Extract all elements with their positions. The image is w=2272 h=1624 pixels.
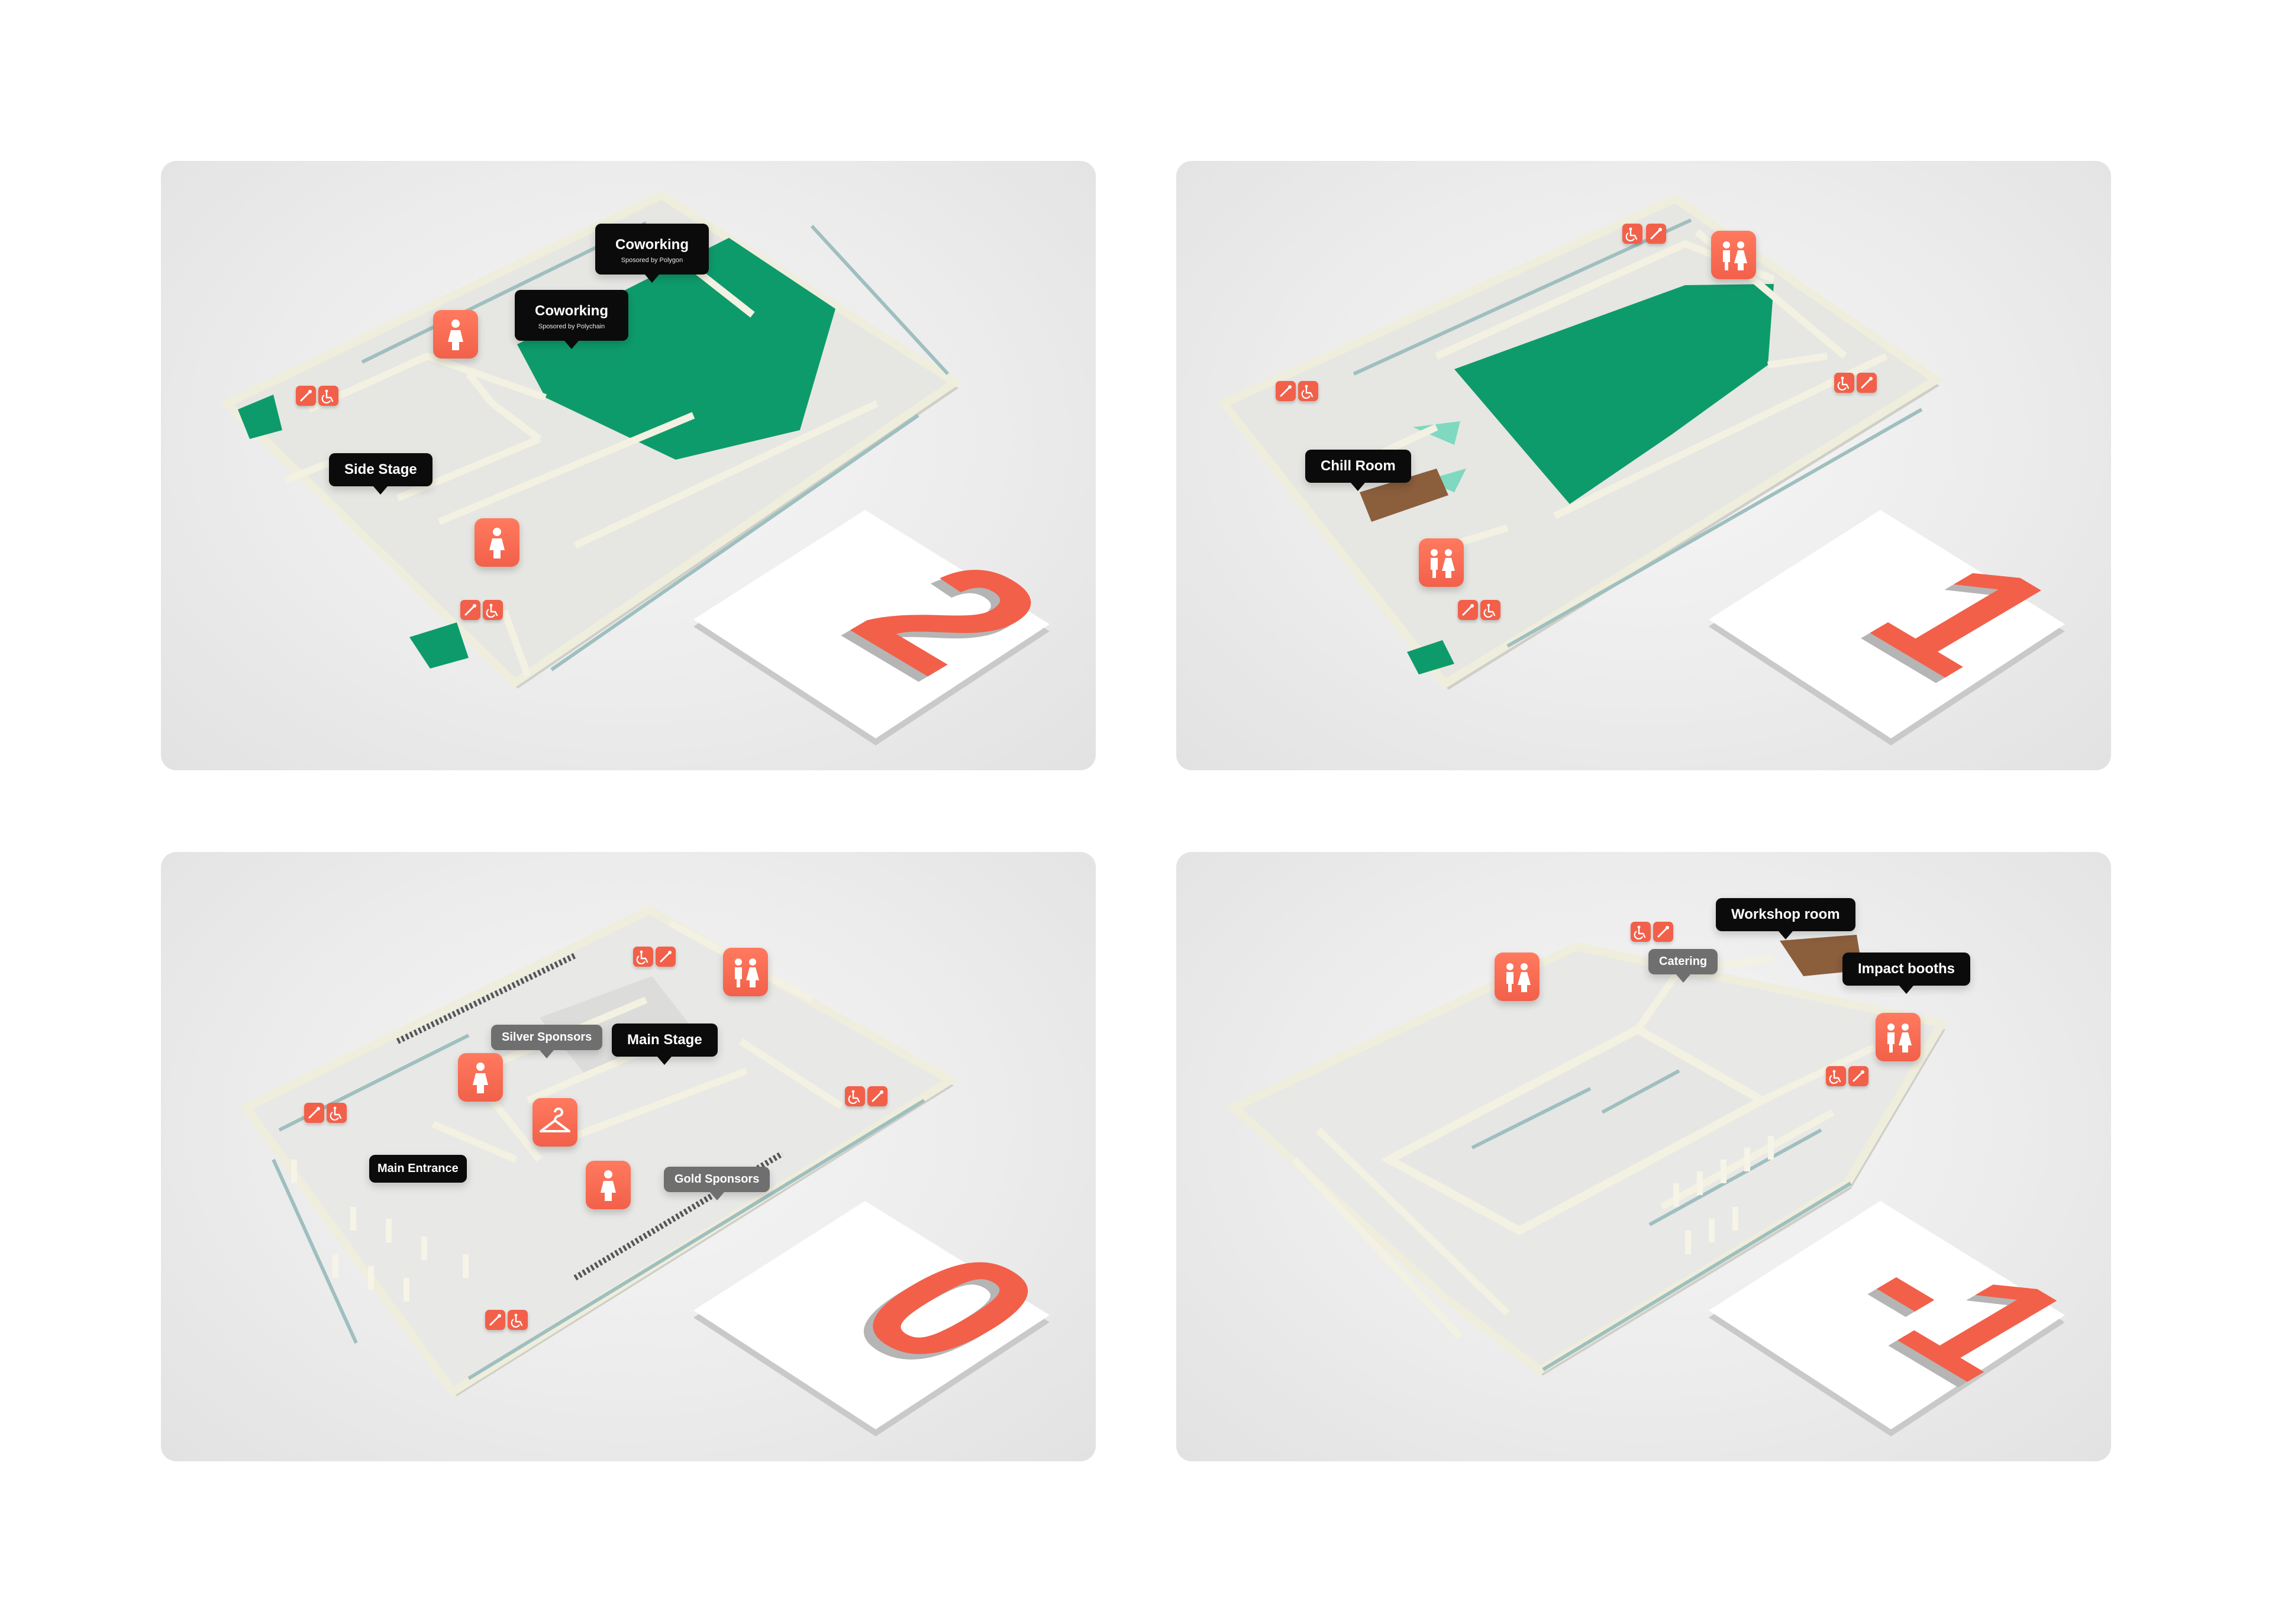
floor-minus-1-card[interactable]: Workshop room Catering Impact booths -1 … (1176, 852, 2111, 1461)
shower-icon[interactable] (1646, 224, 1666, 244)
restrooms-icon[interactable] (1711, 231, 1756, 279)
wheelchair-icon[interactable] (327, 1103, 347, 1123)
female-restroom-icon[interactable] (458, 1053, 503, 1102)
floor-1-badge: 1 1 (1709, 510, 2109, 745)
catering-label[interactable]: Catering (1648, 949, 1718, 983)
floor-2-badge: 2 2 (693, 510, 1093, 745)
wheelchair-icon[interactable] (1826, 1066, 1846, 1086)
wheelchair-icon[interactable] (1480, 600, 1500, 620)
workshop-room-label[interactable]: Workshop room (1716, 898, 1855, 939)
wheelchair-icon[interactable] (1298, 381, 1318, 401)
impact-booths-label[interactable]: Impact booths (1842, 953, 1971, 994)
shower-icon[interactable] (485, 1310, 505, 1330)
wheelchair-icon[interactable] (508, 1310, 528, 1330)
female-restroom-icon[interactable] (433, 310, 478, 359)
floor-1-map (1216, 193, 1944, 690)
wheelchair-icon[interactable] (318, 386, 338, 406)
coworking-polygon-label[interactable]: Coworking Sposored by Polygon (595, 224, 709, 283)
floor-0-badge: 0 0 (693, 1201, 1093, 1436)
main-entrance-label[interactable]: Main Entrance (369, 1155, 467, 1183)
restrooms-icon[interactable] (723, 948, 768, 996)
shower-icon[interactable] (304, 1103, 324, 1123)
floor-1-card[interactable]: Chill Room 1 1 (1176, 161, 2111, 770)
wheelchair-icon[interactable] (1622, 224, 1642, 244)
shower-icon[interactable] (1276, 381, 1296, 401)
shower-icon[interactable] (656, 947, 676, 967)
main-stage-label[interactable]: Main Stage (612, 1024, 718, 1065)
shower-icon[interactable] (867, 1086, 888, 1106)
female-restroom-icon[interactable] (586, 1161, 631, 1209)
coworking-area (517, 238, 835, 460)
coworking-polychain-label[interactable]: Coworking Sposored by Polychain (515, 290, 628, 349)
restrooms-icon[interactable] (1876, 1013, 1921, 1061)
floor-2-card[interactable]: Coworking Sposored by Polygon Coworking … (161, 161, 1096, 770)
wheelchair-icon[interactable] (633, 947, 653, 967)
chill-room-label[interactable]: Chill Room (1305, 450, 1411, 491)
wheelchair-icon[interactable] (483, 600, 503, 620)
wheelchair-icon[interactable] (845, 1086, 865, 1106)
floor-0-card[interactable]: Silver Sponsors Main Stage Main Entrance… (161, 852, 1096, 1461)
wheelchair-icon[interactable] (1834, 373, 1854, 393)
floor-2-map (220, 191, 963, 689)
restrooms-icon[interactable] (1419, 538, 1464, 587)
floor-minus-1-badge: -1 -1 (1709, 1201, 2111, 1436)
hanger-icon[interactable] (532, 1098, 577, 1147)
shower-icon[interactable] (1857, 373, 1877, 393)
restrooms-icon[interactable] (1495, 953, 1540, 1001)
silver-sponsors-label[interactable]: Silver Sponsors (491, 1025, 603, 1058)
side-stage-label[interactable]: Side Stage (329, 453, 433, 495)
wheelchair-icon[interactable] (1631, 922, 1651, 942)
shower-icon[interactable] (1458, 600, 1478, 620)
floor-minus-1-map (1227, 935, 1949, 1376)
green-hall (1454, 284, 1774, 504)
shower-icon[interactable] (296, 386, 316, 406)
shower-icon[interactable] (1848, 1066, 1868, 1086)
shower-icon[interactable] (460, 600, 480, 620)
female-restroom-icon[interactable] (475, 518, 519, 567)
shower-icon[interactable] (1653, 922, 1673, 942)
gold-sponsors-label[interactable]: Gold Sponsors (664, 1167, 770, 1200)
